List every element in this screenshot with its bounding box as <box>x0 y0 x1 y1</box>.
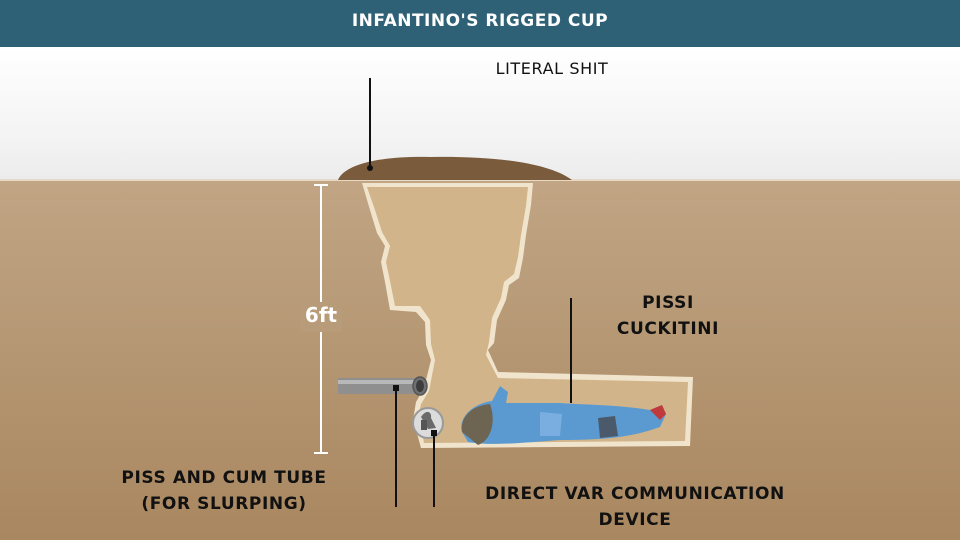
dirt-mound <box>338 156 572 180</box>
person-label: PISSI CUCKITINI <box>568 290 768 342</box>
person-label-line2: CUCKITINI <box>616 319 720 339</box>
surface-label: LITERAL SHIT <box>452 56 652 82</box>
person-label-line1: PISSI <box>642 293 694 313</box>
depth-label: 6ft <box>304 303 338 327</box>
surface-leader-dot <box>367 165 373 171</box>
diagram-title: INFANTINO'S RIGGED CUP <box>351 10 609 31</box>
device-label-line1: DIRECT VAR COMMUNICATION <box>485 484 785 504</box>
depth-label-background <box>300 302 342 332</box>
device-label-line2: DEVICE <box>598 510 672 530</box>
device-label: DIRECT VAR COMMUNICATION DEVICE <box>440 481 830 533</box>
tunnel-interior <box>367 187 688 443</box>
tube-label: PISS AND CUM TUBE (FOR SLURPING) <box>84 465 364 517</box>
tube-label-line1: PISS AND CUM TUBE <box>121 468 327 488</box>
tube-leader-dot <box>393 385 399 391</box>
lying-figure-icon <box>461 386 666 445</box>
device-leader-dot <box>431 430 437 436</box>
surface-label-text: LITERAL SHIT <box>495 59 609 78</box>
tube-label-line2: (FOR SLURPING) <box>141 494 307 514</box>
title-bar: INFANTINO'S RIGGED CUP <box>0 0 960 47</box>
communication-device-icon <box>412 407 444 439</box>
tube-icon <box>338 376 428 396</box>
sky-area <box>0 47 960 180</box>
